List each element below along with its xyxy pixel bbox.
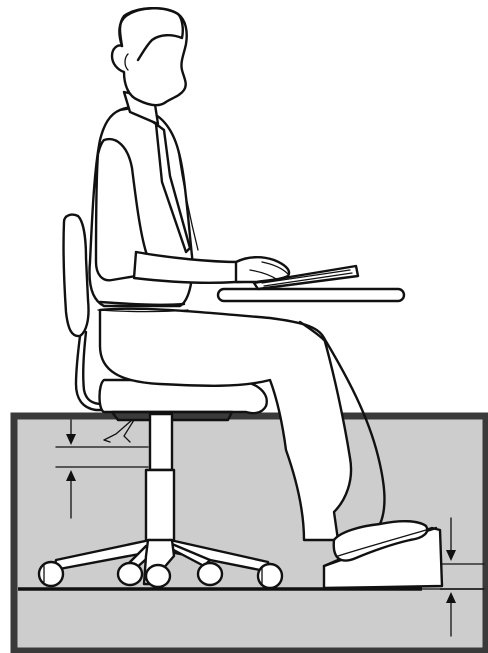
chair-cylinder-upper bbox=[150, 414, 172, 470]
chair-caster bbox=[146, 565, 170, 587]
chair-backrest bbox=[64, 215, 89, 336]
chair-cylinder-lower bbox=[146, 470, 174, 542]
person-hand bbox=[236, 257, 289, 282]
person-head bbox=[112, 8, 187, 105]
chair-caster bbox=[118, 563, 142, 585]
desk-surface bbox=[218, 289, 404, 301]
desk bbox=[218, 289, 404, 301]
chair-caster bbox=[198, 563, 222, 585]
chair-caster bbox=[39, 562, 63, 586]
